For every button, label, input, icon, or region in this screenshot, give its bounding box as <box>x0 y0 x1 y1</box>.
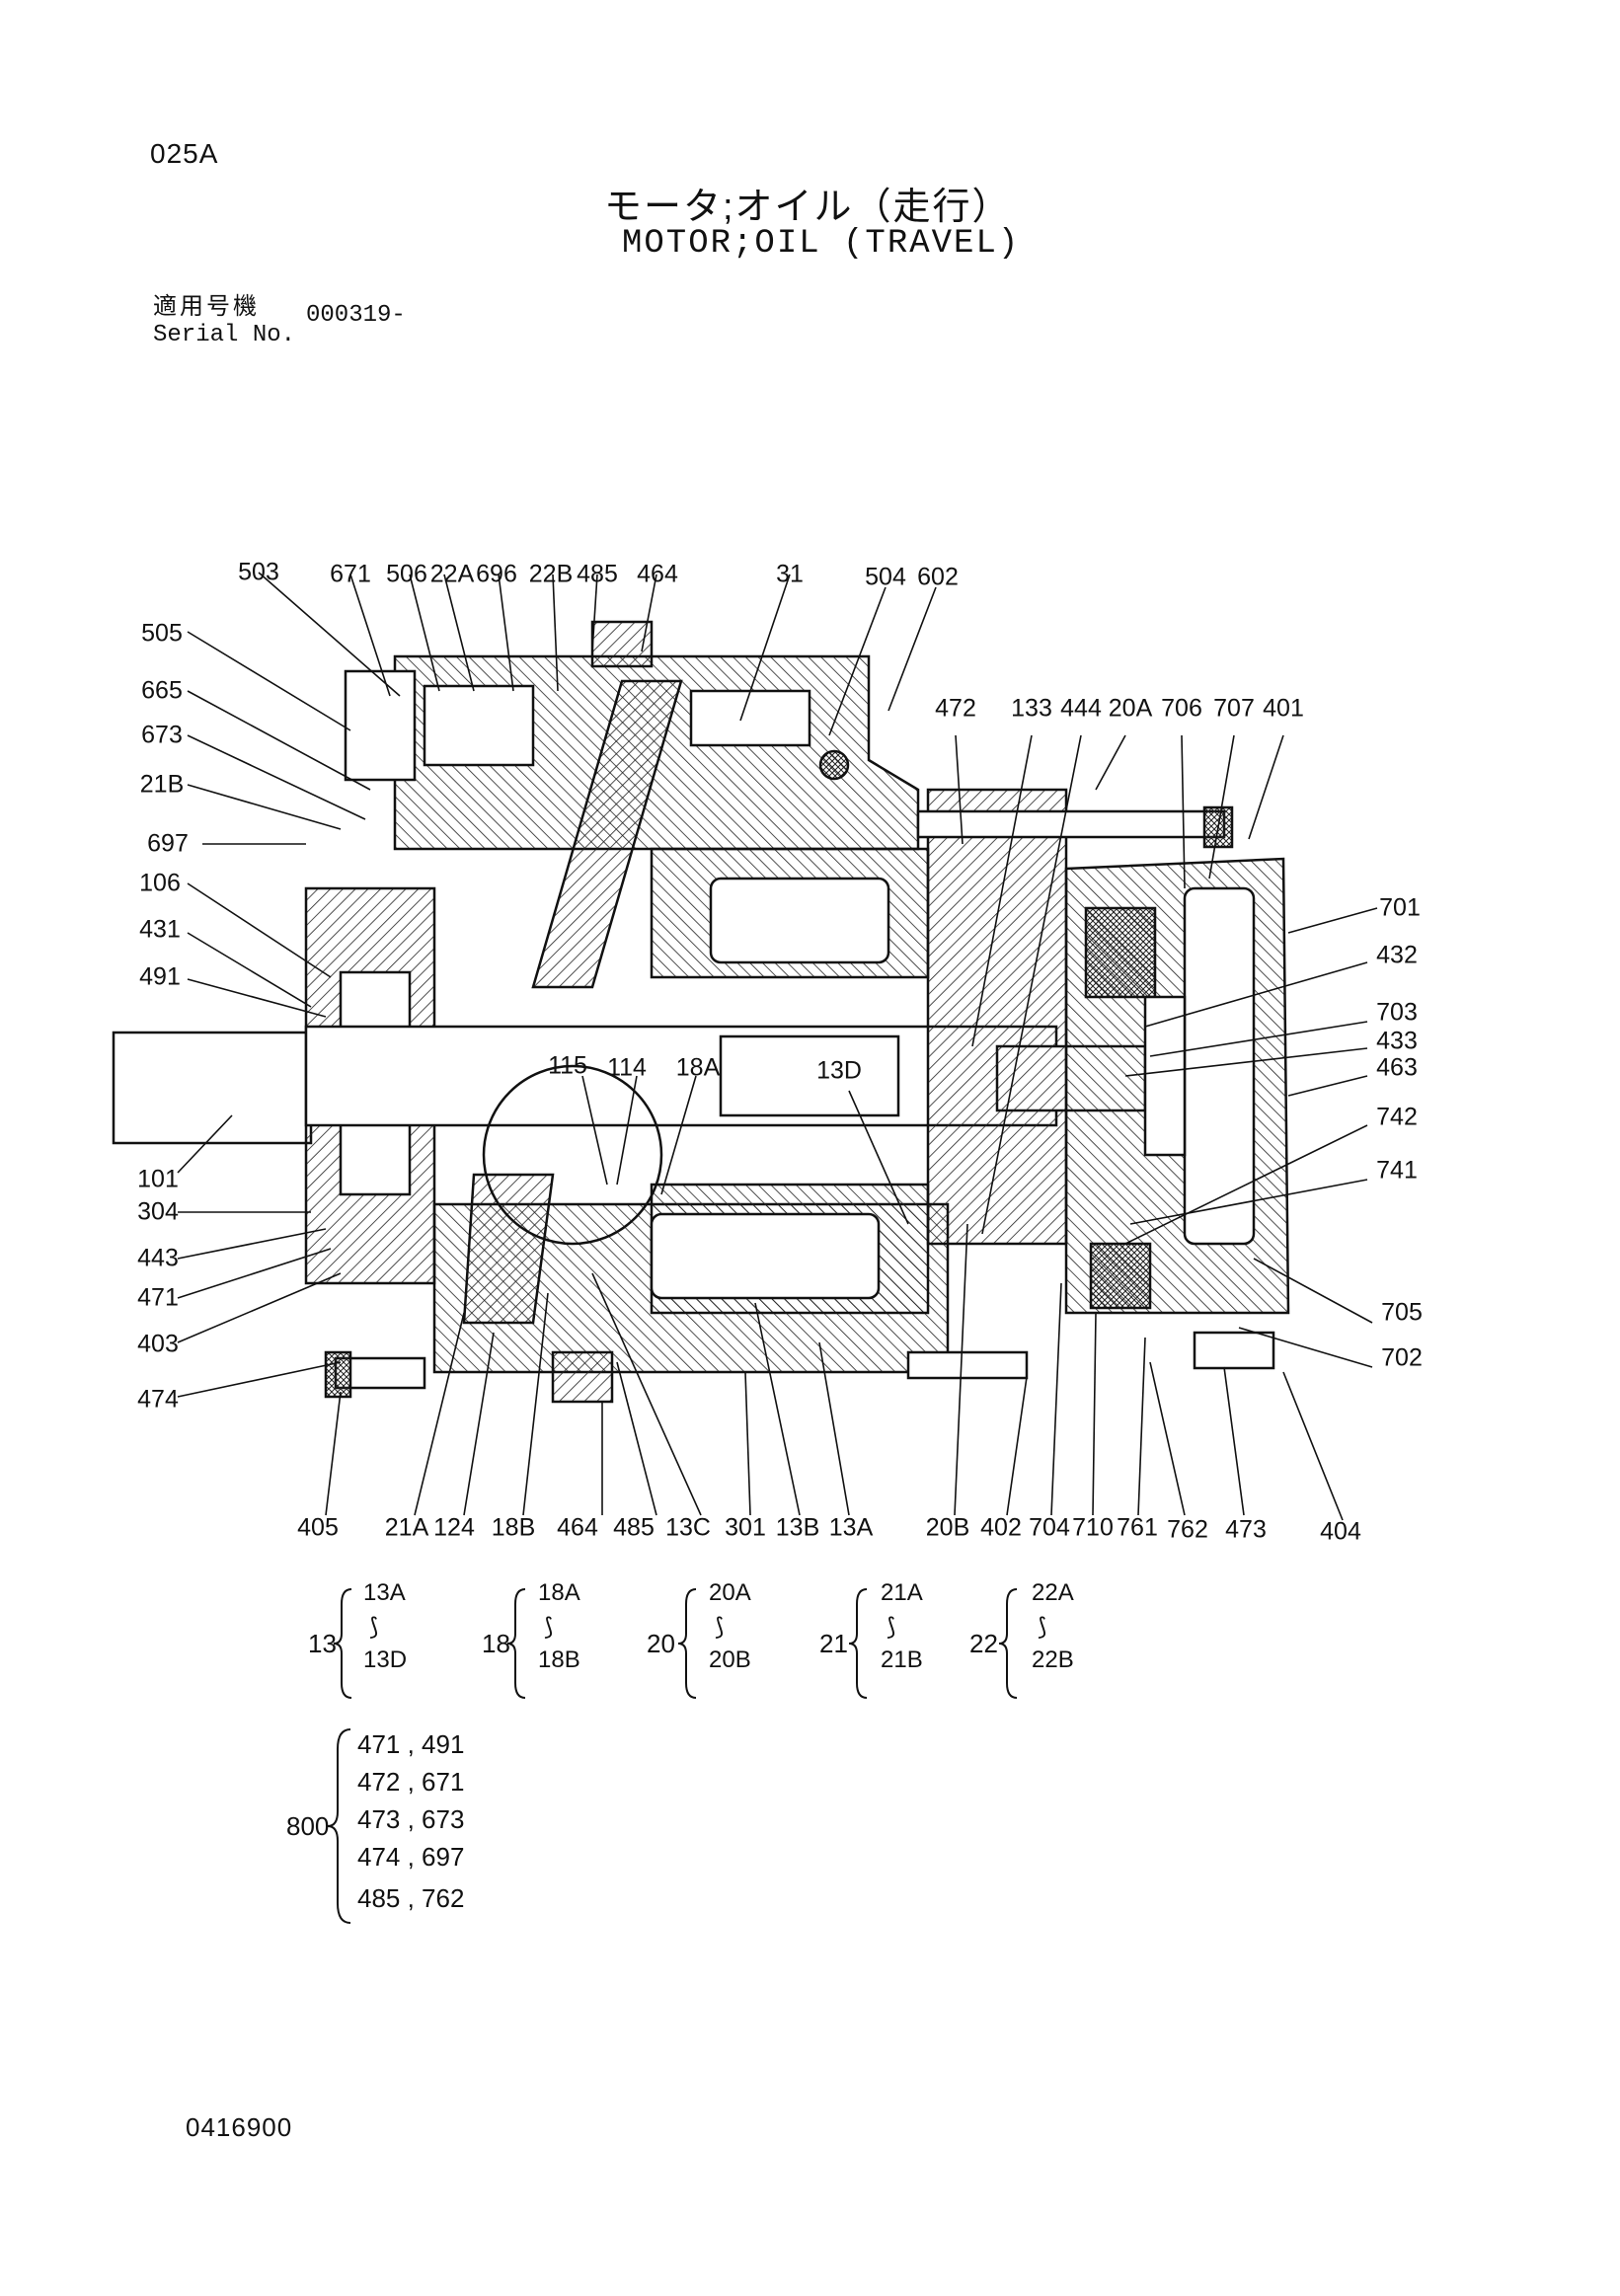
part-label: 13B <box>775 1513 820 1542</box>
part-label: 304 <box>137 1197 179 1226</box>
serial-label-english: Serial No. <box>153 322 296 348</box>
part-label: 696 <box>476 560 517 588</box>
part-label: 101 <box>137 1165 179 1193</box>
part-label: 444 <box>1060 694 1102 723</box>
part-label: 18A <box>675 1053 721 1082</box>
part-label: 742 <box>1376 1103 1418 1131</box>
part-label: 21B <box>139 770 185 799</box>
motor-body <box>112 620 1290 1404</box>
part-label: 106 <box>139 869 181 897</box>
part-label: 403 <box>137 1330 179 1358</box>
part-label: 701 <box>1379 893 1421 922</box>
part-label: 505 <box>141 619 183 648</box>
part-label: 704 <box>1029 1513 1070 1542</box>
part-label: 702 <box>1381 1343 1423 1372</box>
part-label: 22B <box>528 560 574 588</box>
part-label: 433 <box>1376 1027 1418 1055</box>
part-label: 13A <box>828 1513 874 1542</box>
part-label: 13D <box>816 1056 862 1085</box>
part-label: 472 <box>935 694 976 723</box>
part-label: 31 <box>776 560 804 588</box>
part-label: 124 <box>433 1513 475 1542</box>
part-label: 506 <box>386 560 427 588</box>
part-label: 432 <box>1376 941 1418 969</box>
part-label: 463 <box>1376 1053 1418 1082</box>
part-label: 471 <box>137 1283 179 1312</box>
part-label: 703 <box>1376 998 1418 1027</box>
part-label: 114 <box>607 1053 647 1082</box>
part-label: 741 <box>1376 1156 1418 1185</box>
part-label: 443 <box>137 1244 179 1272</box>
part-label: 13C <box>665 1513 711 1542</box>
serial-label-japanese: 適用号機 <box>153 293 260 320</box>
part-label: 405 <box>297 1513 339 1542</box>
part-label: 402 <box>980 1513 1022 1542</box>
part-label: 18B <box>491 1513 536 1542</box>
part-label: 22A <box>429 560 475 588</box>
part-label: 762 <box>1167 1515 1208 1544</box>
part-label: 705 <box>1381 1298 1423 1327</box>
part-label: 474 <box>137 1385 179 1414</box>
part-label: 602 <box>917 563 959 591</box>
part-label: 20A <box>1108 694 1153 723</box>
part-label: 671 <box>330 560 371 588</box>
part-label: 20B <box>925 1513 970 1542</box>
part-label: 301 <box>725 1513 766 1542</box>
part-label: 761 <box>1117 1513 1158 1542</box>
page-code: 025A <box>150 138 219 169</box>
part-label: 485 <box>613 1513 655 1542</box>
part-label: 710 <box>1072 1513 1114 1542</box>
part-label: 21A <box>384 1513 429 1542</box>
part-label: 706 <box>1161 694 1202 723</box>
part-label: 431 <box>139 915 181 944</box>
part-label: 464 <box>637 560 678 588</box>
part-label: 665 <box>141 676 183 705</box>
document-number: 0416900 <box>186 2112 293 2142</box>
serial-number: 000319- <box>306 302 406 329</box>
group-braces <box>327 1588 1018 1924</box>
part-label: 491 <box>139 962 181 991</box>
part-label: 133 <box>1011 694 1052 723</box>
part-label: 115 <box>548 1051 587 1080</box>
part-label: 404 <box>1320 1517 1361 1546</box>
part-label: 485 <box>577 560 618 588</box>
part-label: 504 <box>865 563 906 591</box>
part-label: 503 <box>238 558 279 586</box>
title-japanese: モータ;オイル（走行） <box>604 187 1012 228</box>
part-label: 473 <box>1225 1515 1267 1544</box>
leader-lines <box>177 572 1378 1521</box>
part-label: 697 <box>147 829 189 858</box>
part-label: 673 <box>141 721 183 749</box>
part-label: 464 <box>557 1513 598 1542</box>
title-english: MOTOR;OIL (TRAVEL) <box>622 225 1021 263</box>
part-label: 401 <box>1263 694 1304 723</box>
part-label: 707 <box>1213 694 1255 723</box>
